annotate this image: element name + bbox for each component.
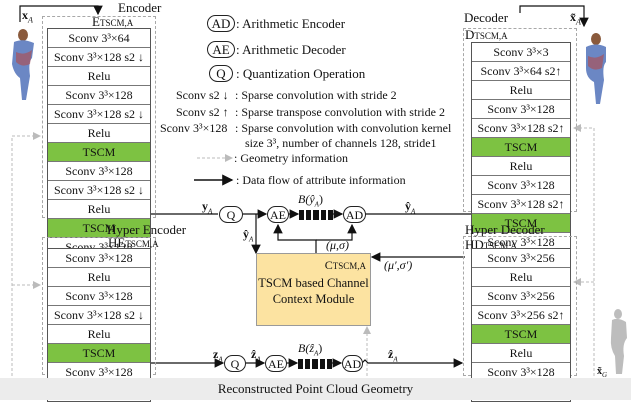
decoder-layer-relu: Relu: [472, 81, 570, 100]
z-hat-label-q: ẑA: [251, 347, 261, 364]
encoder-layer-conv: Sconv 3³×64: [48, 29, 150, 48]
arithmetic-decoder-z: AD: [342, 355, 363, 372]
encoder-layer-tscm: TSCM: [48, 219, 150, 238]
decoder-layer-conv: Sconv 3³×3: [472, 43, 570, 62]
decoder-layer-conv: Sconv 3³×128: [472, 176, 570, 195]
encoder-name: ETSCM,A: [92, 14, 134, 29]
bitstream-z-label: B(ẑA): [298, 341, 323, 358]
input-label: xA: [22, 8, 33, 25]
hyper-decoder-layer-conv: Sconv 3³×256: [472, 287, 570, 306]
legend-s2down-text: : Sparse convolution with stride 2: [235, 88, 397, 102]
geometry-output-label: x̃G: [597, 366, 608, 379]
hyper-encoder-layer-conv: Sconv 3³×128: [48, 249, 150, 268]
z-label: zA: [213, 347, 223, 364]
hyper-encoder-layer-conv: Sconv 3³×128 s2 ↓: [48, 306, 150, 325]
legend-ae-text: : Arithmetic Decoder: [236, 42, 346, 57]
reconstructed-attribute-figure: [586, 33, 606, 104]
decoder-layer-tscm: TSCM: [472, 214, 570, 233]
context-module-line2: Context Module: [272, 292, 355, 306]
input-arrow: [19, 5, 103, 22]
decoder-layer-relu: Relu: [472, 157, 570, 176]
output-label: x̃A: [570, 10, 581, 27]
encoder-layer-conv: Sconv 3³×128 s2 ↓: [48, 181, 150, 200]
decoder-layer-conv: Sconv 3³×128 s2↑: [472, 119, 570, 138]
decoder-layer-tscm: TSCM: [472, 138, 570, 157]
ctx-feedback-ad: [316, 223, 357, 241]
hyper-encoder-layer-tscm: TSCM: [48, 344, 150, 363]
encoder-layer-tscm: TSCM: [48, 143, 150, 162]
y-hat-label-ctx: ŷA: [243, 227, 254, 244]
encoder-layer-conv: Sconv 3³×128 s2 ↓: [48, 105, 150, 124]
legend-conv-text-1: : Sparse convolution with convolution ke…: [235, 121, 452, 135]
decoder-title: Decoder: [464, 10, 509, 25]
y-hat-label: ŷA: [405, 199, 416, 216]
legend-ad-symbol: AD: [207, 15, 235, 32]
legend-geometry-text: : Geometry information: [234, 151, 348, 165]
legend-ae-symbol: AE: [207, 41, 235, 58]
legend-conv-text-2: size 3³, number of channels 128, stride1: [245, 136, 437, 150]
bitstream-y: [299, 210, 334, 220]
encoder-layer-relu: Relu: [48, 200, 150, 219]
hyper-decoder-title: Hyper Decoder: [465, 222, 545, 237]
reconstructed-geometry-bar: Reconstructed Point Cloud Geometry: [0, 378, 631, 400]
legend-s2down-key: Sconv s2 ↓: [176, 88, 229, 102]
context-module-line1: TSCM based Channel: [258, 276, 369, 290]
arithmetic-encoder-y: AE: [267, 206, 289, 223]
geometry-line-left: [11, 132, 41, 376]
output-arrow: [519, 5, 589, 28]
hyper-decoder-layer-tscm: TSCM: [472, 325, 570, 344]
mu-sigma-prime-label: (μ′,σ′): [384, 258, 413, 272]
legend-ad-text: : Arithmetic Encoder: [236, 16, 346, 31]
encoder-layer-conv: Sconv 3³×128 s2 ↓: [48, 48, 150, 67]
decoder-name: DTSCM,A: [465, 27, 508, 42]
arithmetic-encoder-z: AE: [265, 355, 287, 372]
input-point-cloud-figure: [12, 29, 34, 100]
hyper-encoder-layer-relu: Relu: [48, 268, 150, 287]
legend-q-symbol: Q: [209, 65, 233, 82]
decoder-layer-conv: Sconv 3³×128 s2↑: [472, 195, 570, 214]
encoder-layer-relu: Relu: [48, 67, 150, 86]
legend-conv-key: Sconv 3³×128: [160, 121, 228, 135]
legend-s2up-text: : Sparse transpose convolution with stri…: [235, 105, 445, 119]
hyper-encoder-name: HETSCM,A: [108, 235, 159, 250]
hyper-encoder-layer-relu: Relu: [48, 325, 150, 344]
hyper-decoder-layer-conv: Sconv 3³×128: [472, 363, 570, 382]
arithmetic-decoder-y: AD: [343, 206, 366, 223]
encoder-title: Encoder: [118, 0, 162, 15]
geometry-line-right: [573, 124, 595, 376]
hyper-decoder-layer-conv: Sconv 3³×256: [472, 249, 570, 268]
encoder-layer-relu: Relu: [48, 124, 150, 143]
hyper-decoder-layer-relu: Relu: [472, 344, 570, 363]
mu-sigma-label: (μ,σ): [326, 238, 349, 252]
legend-attribute-text: : Data flow of attribute information: [236, 173, 406, 187]
legend-q-text: : Quantization Operation: [236, 66, 366, 81]
context-module: CTSCM,A TSCM based Channel Context Modul…: [256, 253, 371, 326]
quantizer-z: Q: [224, 355, 246, 372]
encoder-layer-conv: Sconv 3³×128: [48, 86, 150, 105]
ctx-feedback-line: [273, 223, 317, 253]
context-module-name: CTSCM,A: [324, 258, 366, 272]
bitstream-z: [298, 359, 333, 369]
zad-to-hyperdec-arrow: [361, 358, 464, 368]
y-label: yA: [202, 199, 213, 216]
legend-s2up-key: Sconv s2 ↑: [176, 105, 229, 119]
reconstructed-geometry-figure: [610, 309, 627, 374]
decoder-layer-conv: Sconv 3³×128: [472, 100, 570, 119]
hyper-decoder-layer-conv: Sconv 3³×256 s2↑: [472, 306, 570, 325]
decoder-layer-conv: Sconv 3³×64 s2↑: [472, 62, 570, 81]
quantizer-y: Q: [219, 206, 243, 223]
hyper-encoder-layer-conv: Sconv 3³×128: [48, 287, 150, 306]
hyper-encoder-title: Hyper Encoder: [107, 222, 187, 237]
bitstream-y-label: B(ŷA): [298, 192, 323, 209]
hyper-decoder-layer-relu: Relu: [472, 268, 570, 287]
decoder-layer-conv: Sconv 3³×128: [472, 233, 570, 252]
z-hat-label: ẑA: [388, 347, 398, 364]
encoder-layer-conv: Sconv 3³×128: [48, 162, 150, 181]
